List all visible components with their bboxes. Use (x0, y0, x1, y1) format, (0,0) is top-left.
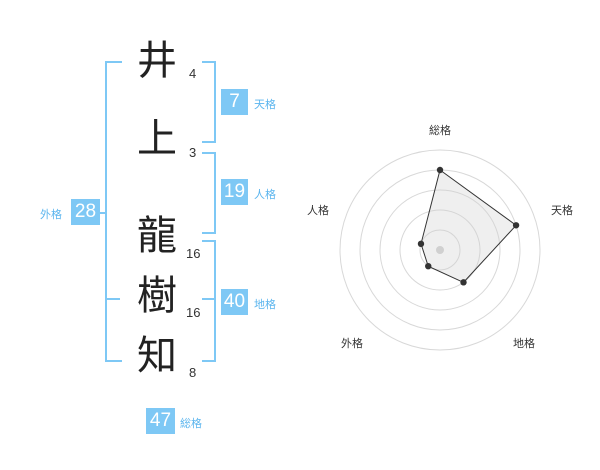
radar-shape (420, 169, 517, 284)
chikaku-bracket-mid (202, 298, 214, 300)
stroke-count-5: 8 (189, 365, 197, 380)
gaikaku-bracket (105, 61, 122, 362)
radar-point-4 (425, 262, 432, 270)
soukaku-badge: 47 (146, 408, 175, 434)
radar-point-5 (417, 240, 425, 248)
tenkaku-bracket (202, 61, 216, 143)
chikaku-label: 地格 (254, 298, 276, 311)
radar-axis-label-5: 人格 (307, 204, 329, 217)
name-char-2: 上 (137, 116, 177, 162)
stroke-count-2: 3 (189, 145, 197, 160)
stroke-count-3: 16 (186, 246, 201, 261)
stroke-count-4: 16 (186, 305, 201, 320)
chikaku-bracket (202, 240, 216, 362)
radar-ring (339, 149, 541, 351)
radar-axis-label-4: 外格 (341, 337, 363, 350)
name-char-4: 樹 (137, 273, 177, 319)
gaikaku-bracket-mid (105, 298, 120, 300)
gaikaku-label: 外格 (40, 208, 62, 221)
tenkaku-label: 天格 (254, 98, 276, 111)
gaikaku-badge: 28 (71, 199, 100, 225)
soukaku-label: 総格 (180, 417, 202, 430)
name-char-3: 龍 (137, 213, 177, 259)
name-char-5: 知 (137, 333, 177, 379)
chikaku-badge: 40 (221, 289, 248, 315)
radar-point-1 (436, 166, 444, 174)
gaikaku-connector (95, 212, 105, 214)
jinkaku-badge: 19 (221, 179, 248, 205)
radar-axis-label-2: 天格 (551, 204, 573, 217)
radar-point-3 (460, 279, 467, 286)
name-char-1: 井 (137, 38, 177, 84)
tenkaku-badge: 7 (221, 89, 248, 115)
radar-ring (419, 229, 461, 271)
radar-ring (379, 189, 501, 311)
radar-point-2 (512, 222, 520, 229)
jinkaku-bracket (202, 152, 216, 234)
radar-ring (399, 209, 481, 291)
radar-axis-label-3: 地格 (513, 337, 535, 350)
stroke-count-1: 4 (189, 66, 197, 81)
jinkaku-label: 人格 (254, 188, 276, 201)
radar-center (436, 246, 444, 254)
radar-axis-label-1: 総格 (429, 124, 451, 137)
